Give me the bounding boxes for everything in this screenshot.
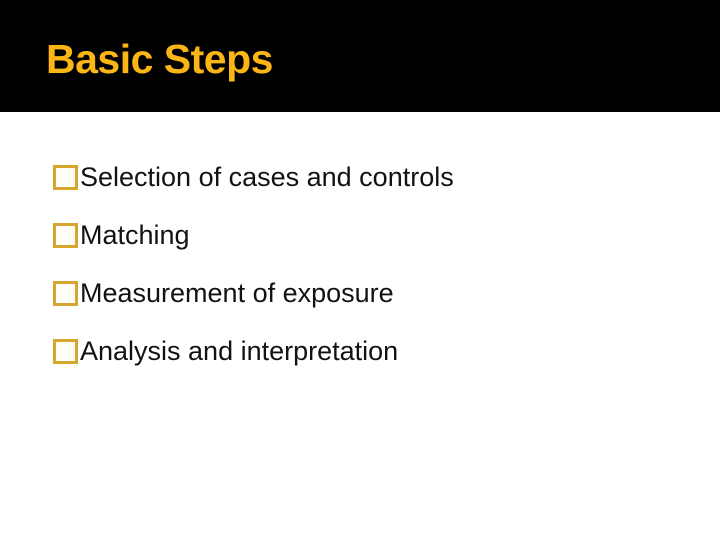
- slide-body: Selection of cases and controls Matching…: [53, 148, 700, 380]
- title-banner: Basic Steps: [0, 0, 720, 112]
- bullet-text: Analysis and interpretation: [80, 335, 399, 366]
- bullet-text: Selection of cases and controls: [80, 161, 454, 192]
- bullet-text: Matching: [80, 219, 190, 250]
- list-item: Matching: [53, 206, 700, 264]
- square-bullet-icon: [53, 338, 78, 364]
- bullet-list: Selection of cases and controls Matching…: [53, 148, 700, 380]
- square-bullet-icon: [53, 222, 78, 248]
- list-item: Measurement of exposure: [53, 264, 700, 322]
- square-bullet-icon: [53, 164, 78, 190]
- list-item: Selection of cases and controls: [53, 148, 700, 206]
- list-item: Analysis and interpretation: [53, 322, 700, 380]
- bullet-text: Measurement of exposure: [80, 277, 394, 308]
- slide-title: Basic Steps: [46, 36, 273, 82]
- square-bullet-icon: [53, 280, 78, 306]
